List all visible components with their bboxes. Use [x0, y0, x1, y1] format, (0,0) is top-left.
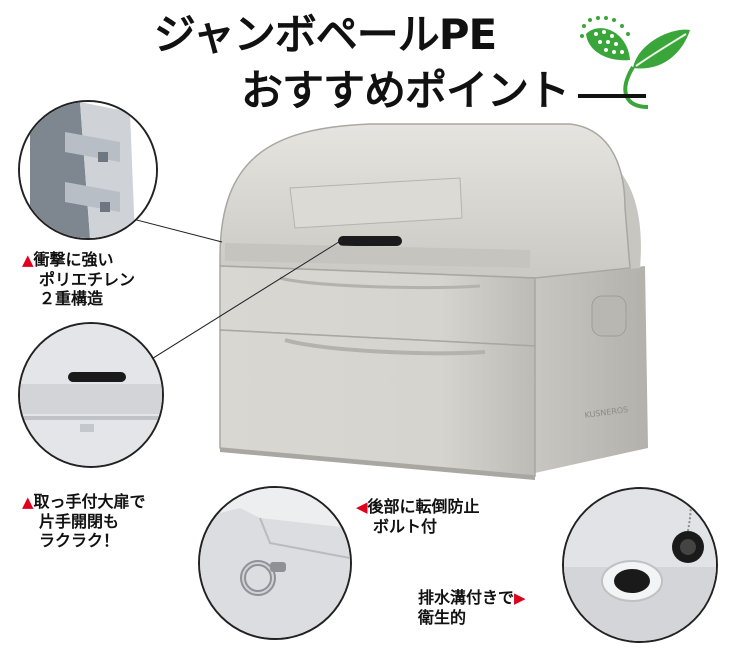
red-triangle-up-icon: ▲ [22, 493, 34, 511]
feature-1-line-3: ２重構造 [39, 289, 104, 308]
storage-box-image: KUSNEROS [219, 123, 648, 480]
detail-circle-bolt [198, 486, 352, 640]
detail-circle-double-wall [18, 100, 158, 240]
page-title-line1: ジャンボペールPE [153, 10, 497, 59]
feature-4-line-1: 排水溝付きで [418, 588, 515, 607]
red-triangle-left-icon: ◀ [356, 498, 368, 516]
feature-3-line-2: ボルト付 [373, 517, 438, 536]
feature-3-line-1: 後部に転倒防止 [367, 497, 480, 516]
red-triangle-right-icon: ▶ [514, 589, 526, 607]
feature-caption-drain: 排水溝付きで▶ 衛生的 [418, 588, 526, 627]
feature-4-line-2: 衛生的 [418, 608, 467, 627]
feature-1-line-1: 衝撃に強い [33, 250, 114, 269]
detail-circle-drain [562, 487, 718, 643]
feature-caption-handle: ▲取っ手付大扉で 片手開閉も ラクラク！ [22, 492, 146, 550]
feature-2-line-2: 片手開閉も [39, 512, 120, 531]
leaf-logo-icon [578, 16, 690, 109]
feature-1-line-2: ポリエチレン [39, 270, 136, 289]
page-title-line2: おすすめポイント [240, 66, 570, 115]
feature-caption-bolt: ◀後部に転倒防止 ボルト付 [356, 497, 480, 536]
feature-2-line-3: ラクラク！ [39, 531, 120, 550]
feature-caption-double-wall: ▲衝撃に強い ポリエチレン ２重構造 [22, 250, 135, 308]
feature-2-line-1: 取っ手付大扉で [33, 492, 146, 511]
detail-circle-handle [18, 322, 164, 468]
red-triangle-up-icon: ▲ [22, 251, 34, 269]
